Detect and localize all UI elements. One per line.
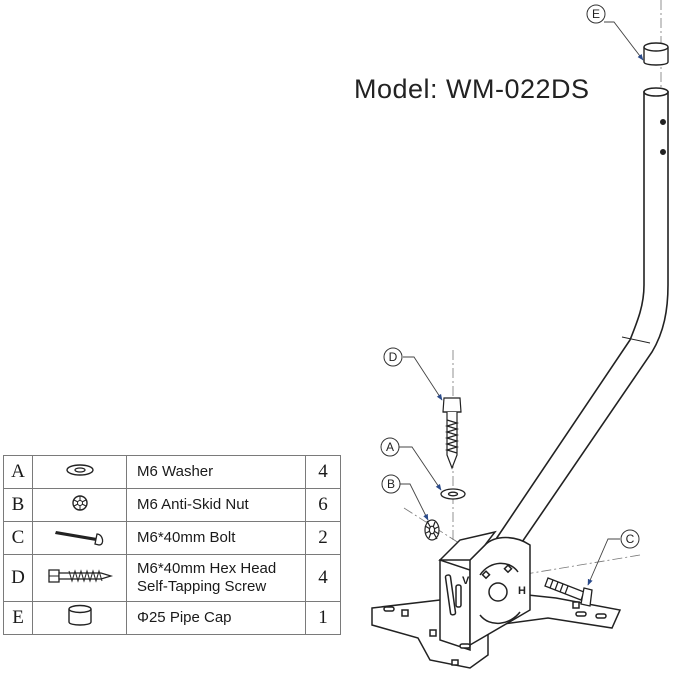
- mark-h: H: [518, 585, 526, 597]
- pipe-cap-icon: [67, 604, 92, 626]
- part-quantity: 1: [305, 601, 341, 635]
- screw-icon: [47, 568, 113, 583]
- callout-label: C: [626, 532, 635, 546]
- model-title: Model: WM-022DS: [354, 74, 590, 104]
- bolt-part: [544, 577, 593, 607]
- part-quantity: 4: [305, 554, 341, 602]
- part-letter: E: [3, 601, 33, 635]
- callout-label: D: [389, 350, 398, 364]
- part-description: Φ25 Pipe Cap: [126, 601, 306, 635]
- table-row: B M6 Anti-Skid Nut 6: [3, 488, 341, 522]
- callout-bubbles: [380, 4, 640, 549]
- part-picture: [32, 521, 127, 555]
- part-description: M6*40mm Bolt: [126, 521, 306, 555]
- part-letter: A: [3, 455, 33, 489]
- bolt-icon: [54, 530, 103, 546]
- part-quantity: 4: [305, 455, 341, 489]
- nut-icon: [71, 494, 88, 511]
- part-picture: [32, 601, 127, 635]
- callout-leaders: [399, 21, 644, 586]
- parts-table: A M6 Washer 4 B: [3, 455, 341, 635]
- part-description: M6*40mm Hex Head Self-Tapping Screw: [126, 554, 306, 602]
- callout-label: B: [387, 477, 395, 491]
- pipe-arm: [488, 87, 669, 549]
- part-picture: [32, 554, 127, 602]
- part-description: M6 Anti-Skid Nut: [126, 488, 306, 522]
- part-quantity: 2: [305, 521, 341, 555]
- part-picture: [32, 455, 127, 489]
- base-bracket: [371, 530, 622, 669]
- pipe-cap-part: [643, 42, 669, 66]
- washer-part: [440, 488, 466, 500]
- mark-v: V: [462, 575, 470, 587]
- table-row: C M6*40mm Bolt 2: [3, 521, 341, 555]
- part-letter: D: [3, 554, 33, 602]
- nut-part: [424, 519, 440, 541]
- part-picture: [32, 488, 127, 522]
- callout-label: A: [386, 440, 394, 454]
- table-row: A M6 Washer 4: [3, 455, 341, 489]
- washer-icon: [65, 463, 94, 476]
- table-row: D M6*40mm Hex Head Self-Tapping Screw 4: [3, 554, 341, 602]
- screw-part: [442, 397, 462, 470]
- table-row: E Φ25 Pipe Cap 1: [3, 601, 341, 635]
- part-description: M6 Washer: [126, 455, 306, 489]
- part-quantity: 6: [305, 488, 341, 522]
- part-letter: B: [3, 488, 33, 522]
- callout-label: E: [592, 7, 600, 21]
- part-letter: C: [3, 521, 33, 555]
